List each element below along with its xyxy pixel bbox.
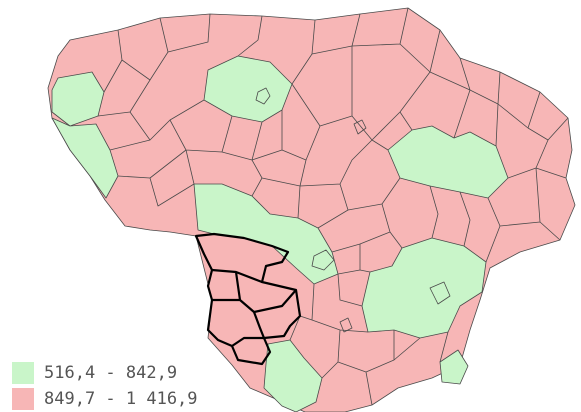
country-base (47, 7, 576, 412)
municipality-low[interactable] (263, 339, 323, 412)
municipality-low[interactable] (439, 349, 469, 385)
city-enclave (339, 317, 353, 333)
municipality-low[interactable] (387, 125, 509, 199)
legend-item-high: 849,7 - 1 416,9 (12, 386, 252, 412)
highlighted-region-inner-border (211, 268, 297, 347)
legend-swatch-low (12, 362, 34, 384)
city-enclave (255, 87, 271, 105)
legend-label-low: 516,4 - 842,9 (44, 363, 178, 383)
city-enclave (429, 281, 451, 305)
legend-label-high: 849,7 - 1 416,9 (44, 389, 198, 409)
municipality-low[interactable] (51, 71, 105, 127)
legend-item-low: 516,4 - 842,9 (12, 360, 252, 386)
municipality-low[interactable] (361, 237, 487, 339)
municipal-border (289, 244, 449, 406)
city-enclave (353, 119, 367, 135)
highlighted-region[interactable] (194, 232, 302, 366)
city-enclave (311, 249, 335, 271)
legend-swatch-high (12, 388, 34, 410)
map-legend: 516,4 - 842,9 849,7 - 1 416,9 (12, 360, 252, 412)
